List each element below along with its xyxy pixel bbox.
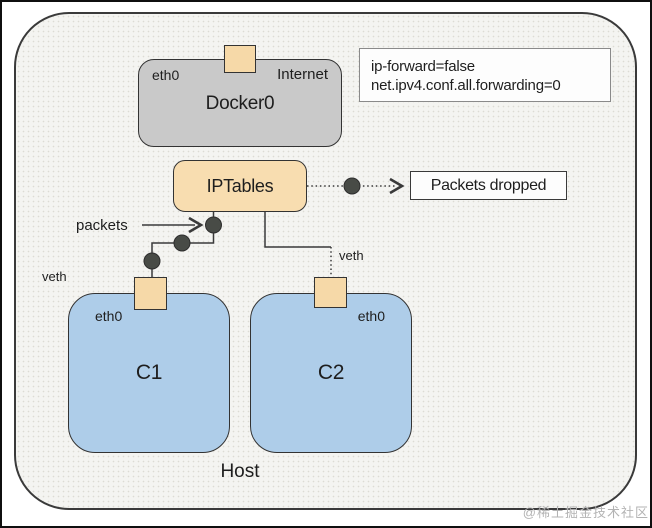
c1-eth0-label: eth0 <box>95 308 123 324</box>
config-line-ip-forward: ip-forward=false <box>371 58 475 75</box>
veth-label-right: veth <box>339 248 364 263</box>
docker0-eth0-label: eth0 <box>152 67 180 83</box>
internet-port-icon <box>224 45 256 73</box>
iptables-box: IPTables <box>173 160 307 212</box>
packets-dropped-box: Packets dropped <box>410 171 567 200</box>
c2-eth0-label: eth0 <box>357 308 385 324</box>
config-line-forwarding: net.ipv4.conf.all.forwarding=0 <box>371 77 561 94</box>
c1-name-label: C1 <box>135 361 163 384</box>
c2-veth-port-icon <box>314 277 347 308</box>
c1-veth-port-icon <box>134 277 167 310</box>
host-label: Host <box>220 461 260 482</box>
c2-name-label: C2 <box>317 361 345 384</box>
sysctl-config-note: ip-forward=false net.ipv4.conf.all.forwa… <box>359 48 611 102</box>
packets-dropped-label: Packets dropped <box>430 176 547 194</box>
container-c1-box: eth0 C1 <box>68 293 230 453</box>
watermark-text: @稀土掘金技术社区 <box>522 505 649 520</box>
veth-label-left: veth <box>42 269 67 284</box>
docker0-name-label: Docker0 <box>205 93 275 114</box>
iptables-label: IPTables <box>206 175 274 196</box>
docker0-bridge-box: eth0 Internet Docker0 <box>138 59 342 147</box>
packets-label: packets <box>76 217 128 234</box>
internet-label: Internet <box>277 66 328 83</box>
container-c2-box: eth0 C2 <box>250 293 412 453</box>
